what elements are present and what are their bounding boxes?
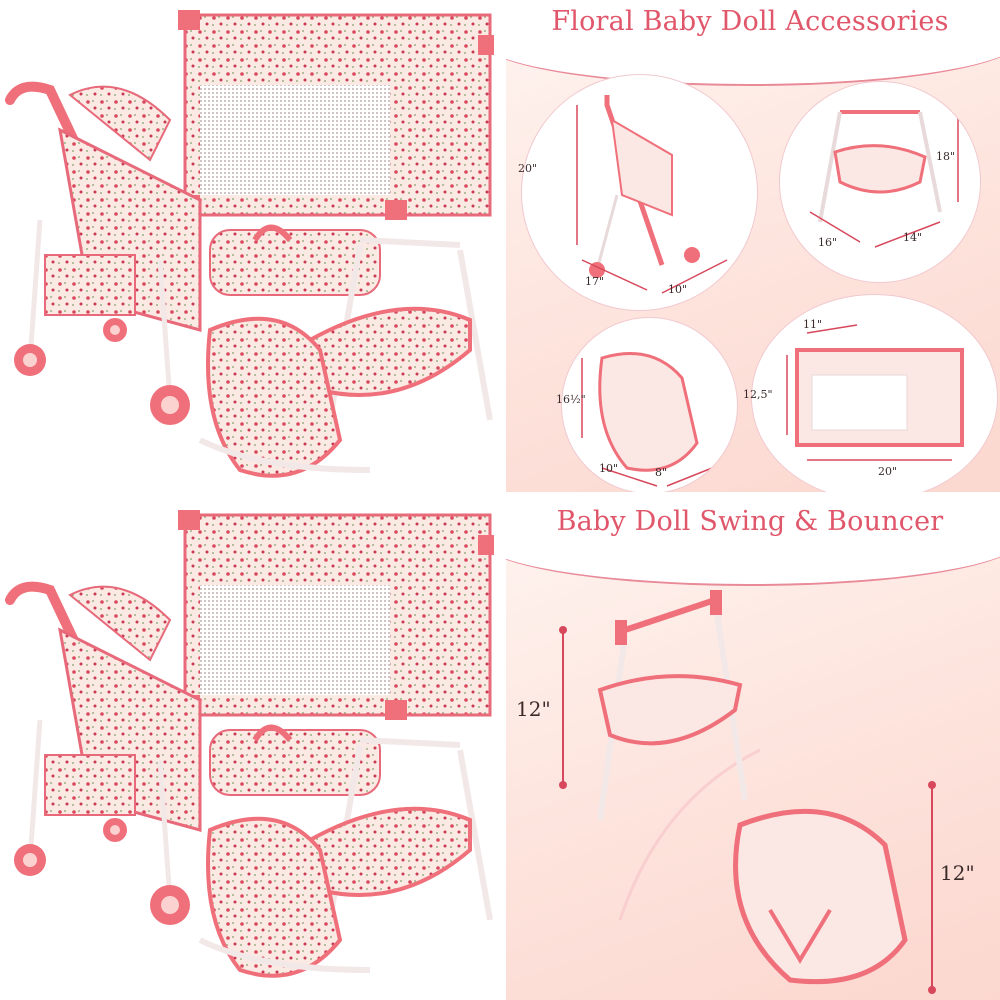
stroller-depth-label: 17" (585, 275, 605, 288)
swing-depth-label: 16" (818, 236, 838, 249)
bouncer-dimension-circle (562, 318, 737, 493)
playpen-dimension-circle (752, 295, 997, 500)
playpen (178, 10, 498, 220)
playpen (178, 510, 498, 720)
swing-bouncer-diagram (559, 590, 936, 994)
dimensions-panel: Floral Baby Doll Accessories 20" 17" 10" (500, 0, 1000, 500)
stroller (5, 581, 202, 925)
stroller (5, 81, 202, 425)
bouncer-height-label: 16½" (556, 393, 586, 406)
bouncer (733, 808, 908, 985)
stroller-height-label: 20" (518, 162, 538, 175)
swing-bouncer-panel: Baby Doll Swing & Bouncer 12" (500, 500, 1000, 1000)
swing-height-label: 18" (936, 150, 956, 163)
swing (307, 737, 493, 921)
playpen-depth-label: 11" (803, 318, 823, 331)
diaper-bag (209, 724, 381, 796)
bouncer-height-label: 12" (940, 861, 975, 885)
bouncer-width-label: 8" (655, 466, 668, 479)
swing-width-label: 14" (903, 231, 923, 244)
grid-gutter-vertical (494, 0, 506, 1000)
panel-title-accessories: Floral Baby Doll Accessories (551, 6, 949, 37)
swing-height-label: 12" (516, 697, 551, 721)
swing-dimension-circle (780, 82, 980, 282)
bouncer (198, 816, 371, 978)
playpen-width-label: 20" (878, 465, 898, 478)
full-set-photo-bottom (0, 500, 500, 1000)
bouncer-diagram (581, 352, 713, 487)
swing-diagram (809, 110, 959, 248)
bouncer-depth-label: 10" (599, 462, 619, 475)
stroller-width-label: 10" (668, 283, 688, 296)
panel-title-swing-bouncer: Baby Doll Swing & Bouncer (556, 506, 944, 537)
doll-set-illustration-repeat (5, 510, 498, 978)
playpen-height-label: 12,5" (743, 388, 773, 401)
swing (307, 237, 493, 421)
diaper-bag (209, 224, 381, 296)
stroller-diagram (576, 95, 728, 294)
swing (597, 590, 748, 821)
bouncer (198, 316, 371, 478)
full-set-photo-top (0, 0, 500, 500)
stroller-dimension-circle (522, 75, 757, 310)
header-arc (500, 500, 1000, 586)
doll-set-illustration (5, 10, 498, 478)
playpen-diagram (786, 324, 964, 461)
header-arc (500, 0, 1000, 86)
